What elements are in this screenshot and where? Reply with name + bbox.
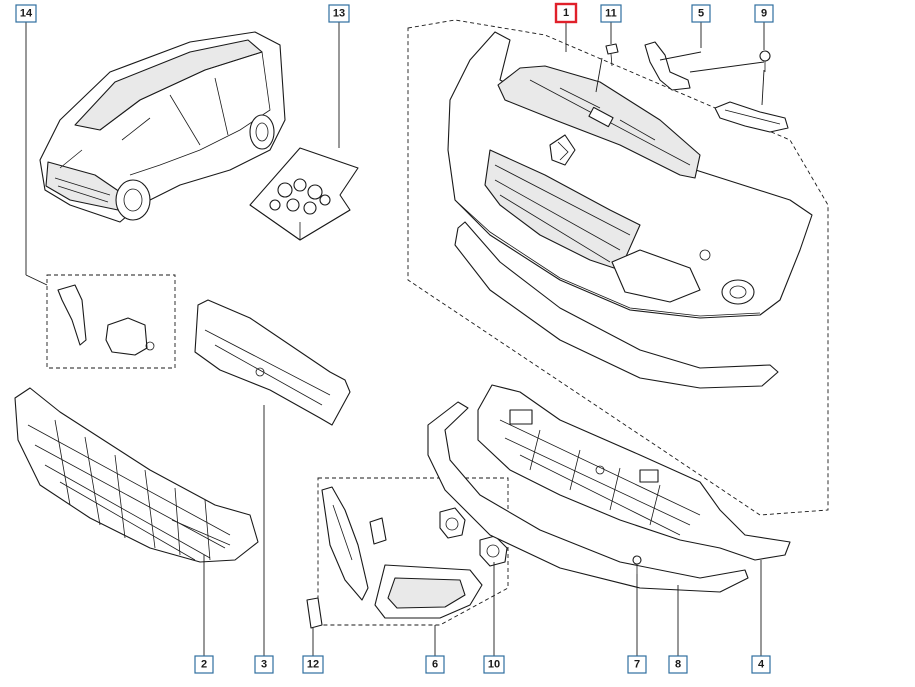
upper-bumper-support [497,65,701,179]
callout-1: 1 [554,2,578,24]
svg-text:3: 3 [261,659,267,671]
fog-bezel-clip [369,517,387,545]
screw-icon [605,43,619,67]
car-illustration [39,31,286,223]
callout-14: 14 [15,4,37,23]
reinforcement-bar [194,299,351,426]
side-bracket-right [105,317,155,356]
bolt-icon [759,50,771,72]
fog-bezel-left [321,486,369,601]
lower-undertray [477,384,791,561]
callout-13: 13 [328,4,350,23]
svg-text:10: 10 [488,659,500,671]
svg-text:7: 7 [634,659,640,671]
callout-12: 12 [302,655,324,674]
svg-text:14: 14 [20,8,33,20]
callout-9: 9 [754,4,774,23]
headlamp-bracket [644,41,691,91]
side-bracket-left [57,284,87,346]
side-guide-bracket [714,101,789,133]
callout-11: 11 [600,4,622,23]
callout-4: 4 [751,655,771,674]
callout-5: 5 [691,4,711,23]
callout-6: 6 [425,655,445,674]
lower-grille [14,387,259,563]
callout-2: 2 [194,655,214,674]
lower-trim-strip [454,221,779,389]
small-clip [306,597,323,629]
callout-10: 10 [483,655,505,674]
fog-light-cap-upper [439,507,466,539]
svg-text:12: 12 [307,659,319,671]
svg-text:6: 6 [432,659,438,671]
callout-7: 7 [627,655,647,674]
svg-text:8: 8 [675,659,681,671]
svg-text:5: 5 [698,8,704,20]
svg-text:11: 11 [605,8,617,20]
callout-3: 3 [254,655,274,674]
undertray-screw-icon [632,555,642,574]
bracket-group-frame [46,274,176,369]
leader-lines [25,22,765,656]
svg-text:4: 4 [758,659,765,671]
bezel-group-frame [317,477,509,626]
fog-bezel-right [374,564,483,619]
svg-text:2: 2 [201,659,207,671]
svg-text:9: 9 [761,8,767,20]
callout-8: 8 [668,655,688,674]
bumper-group-frame [407,19,829,516]
svg-text:13: 13 [333,8,345,20]
lower-spoiler-lip [427,401,749,593]
svg-text:1: 1 [563,7,569,19]
clip-kit-box [249,147,359,241]
